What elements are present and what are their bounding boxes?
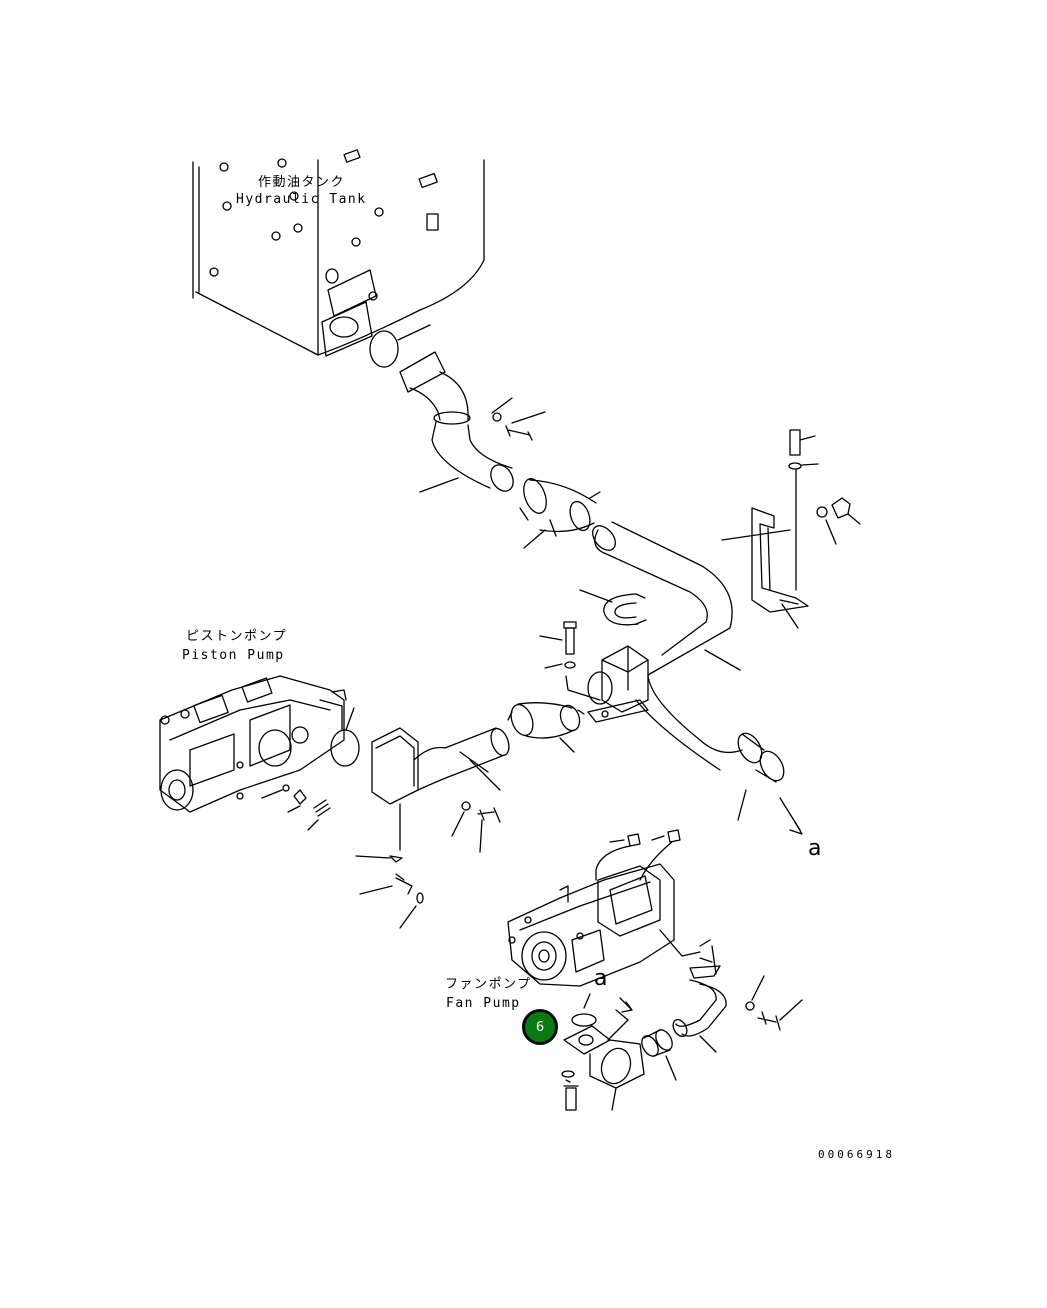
o-ring-fan-pump bbox=[571, 1013, 597, 1027]
support-bracket bbox=[751, 507, 809, 629]
connection-marker-a-lower: a bbox=[594, 966, 608, 991]
suction-pipe-main bbox=[592, 521, 743, 771]
tank-elbow-pipe bbox=[399, 351, 514, 493]
piston-pump bbox=[159, 675, 347, 813]
piston-pump-label-jp: ピストンポンプ bbox=[186, 629, 288, 644]
hydraulic-tank-label-jp: 作動油タンク bbox=[258, 175, 346, 190]
hose-clamp-upper bbox=[519, 478, 601, 549]
hose-clamp-right bbox=[737, 732, 803, 835]
o-ring-tank bbox=[369, 330, 399, 368]
callout-6[interactable]: 6 bbox=[522, 1009, 558, 1045]
hose-clamp-fan bbox=[641, 1029, 677, 1081]
fan-pump-label-en: Fan Pump bbox=[446, 996, 521, 1011]
u-bend-pipe bbox=[579, 589, 647, 626]
document-number: 00066918 bbox=[818, 1148, 895, 1161]
o-ring-piston-pump bbox=[330, 729, 360, 767]
fan-pump bbox=[507, 863, 675, 987]
fan-pump-label-jp: ファンポンプ bbox=[445, 977, 532, 992]
connection-marker-a-upper: a bbox=[808, 836, 822, 861]
lower-elbow-pipe bbox=[371, 727, 510, 851]
hydraulic-tank bbox=[192, 149, 485, 357]
hydraulic-tank-label-en: Hydraulic Tank bbox=[236, 192, 367, 207]
wiring-harness bbox=[595, 829, 681, 881]
piston-pump-label-en: Piston Pump bbox=[182, 648, 285, 663]
tee-block bbox=[587, 645, 649, 723]
hose-clamp-middle bbox=[507, 702, 585, 753]
